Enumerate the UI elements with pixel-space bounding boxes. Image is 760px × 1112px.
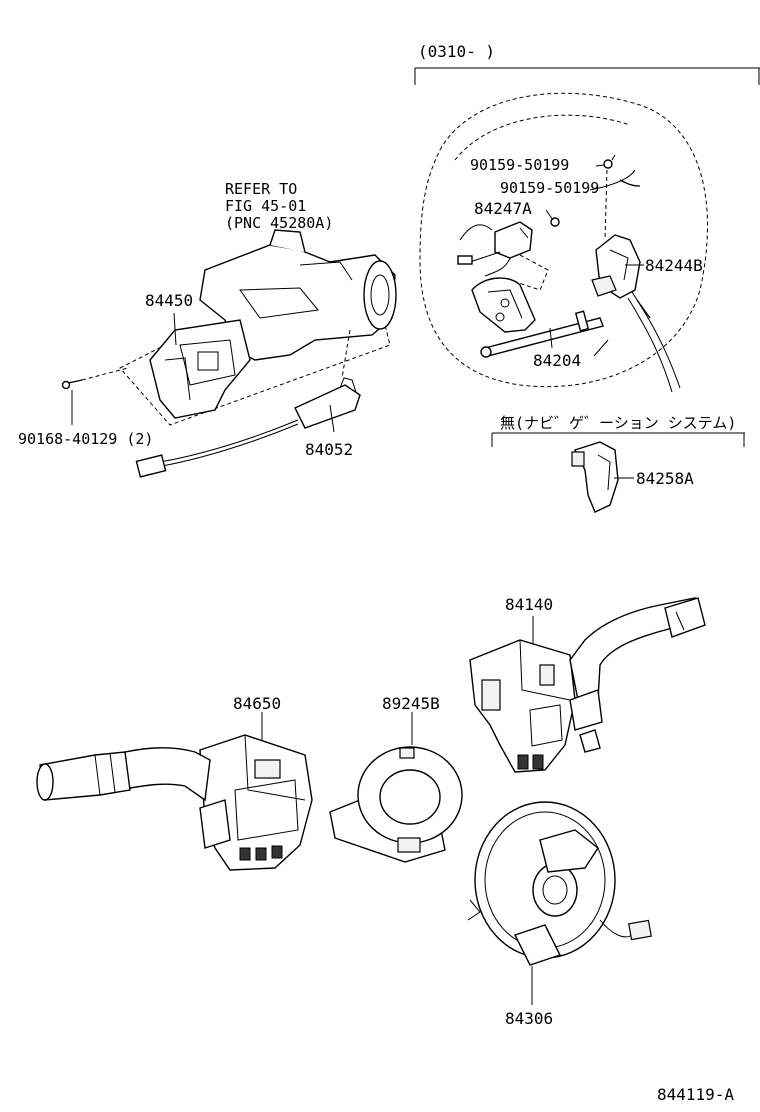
- label-84140: 84140: [505, 595, 553, 614]
- label-84650: 84650: [233, 694, 281, 713]
- label-84052: 84052: [305, 440, 353, 459]
- screw-icon: [61, 379, 83, 390]
- label-90159-50199-b: 90159-50199: [500, 179, 599, 197]
- spiral-cable-84306: [467, 801, 652, 1005]
- nav-switch-group: [491, 432, 745, 513]
- label-90159-50199-a: 90159-50199: [470, 156, 569, 174]
- screw-icon: [545, 209, 560, 227]
- label-84258A: 84258A: [636, 469, 694, 488]
- label-no-navigation-system: 無(ナビ゛ゲ゛ーション システム): [500, 414, 736, 432]
- switch-84140: [469, 597, 706, 773]
- refer-note-line-3: (PNC 45280A): [225, 214, 333, 232]
- label-84306: 84306: [505, 1009, 553, 1028]
- label-90168-40129: 90168-40129 (2): [18, 430, 153, 448]
- steering-wheel-group: [414, 67, 760, 393]
- switch-84650: [36, 712, 313, 871]
- screw-icon: [595, 159, 613, 169]
- figure-code: 844119-A: [657, 1085, 734, 1104]
- label-89245B: 89245B: [382, 694, 440, 713]
- refer-note-line-2: FIG 45-01: [225, 197, 306, 215]
- label-84247A: 84247A: [474, 199, 532, 218]
- label-84244B: 84244B: [645, 256, 703, 275]
- refer-note: REFER TO FIG 45-01 (PNC 45280A): [225, 180, 333, 232]
- sensor-89245B: [329, 712, 463, 863]
- label-date-range: (0310- ): [418, 42, 495, 61]
- refer-note-line-1: REFER TO: [225, 180, 297, 198]
- column-cover-assembly: [61, 229, 397, 426]
- label-84450: 84450: [145, 291, 193, 310]
- label-84204: 84204: [533, 351, 581, 370]
- sensor-84052: [135, 329, 361, 478]
